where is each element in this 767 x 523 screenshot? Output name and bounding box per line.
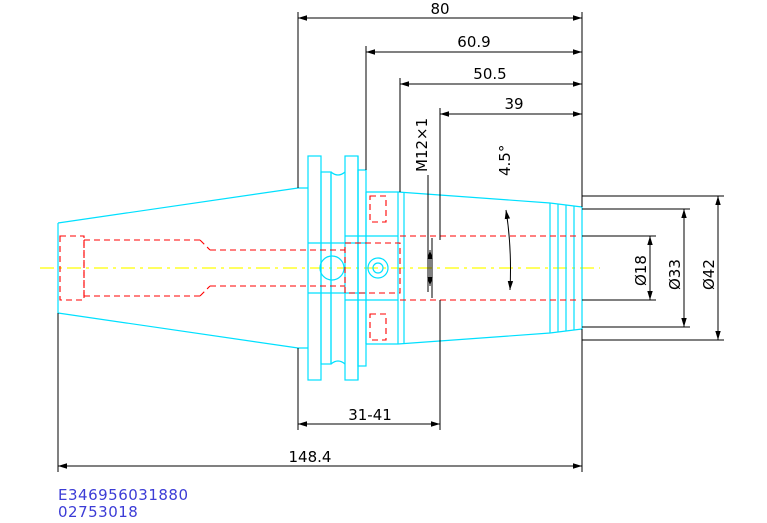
part-code-1: E346956031880 [58,486,189,504]
dim-31-41-label: 31-41 [348,406,392,424]
dim-31-41: 31-41 [297,300,441,430]
dim-dia-42: Ø42 [582,195,724,341]
hidden-lines [59,195,580,341]
holder-outline [57,155,583,381]
dim-angle: 4.5° [496,145,514,291]
dim-39: 39 [439,95,582,240]
dim-60-9-label: 60.9 [457,33,490,51]
part-code-2: 02753018 [58,503,139,521]
dim-148-4-label: 148.4 [289,448,332,466]
dim-148-4: 148.4 [57,313,583,472]
dim-50-5-label: 50.5 [473,65,506,83]
dim-dia-33-label: Ø33 [666,259,684,290]
dim-80: 80 [297,0,583,207]
dim-thread: M12×1 [413,118,433,298]
dim-60-9: 60.9 [365,33,582,170]
dim-dia-18: Ø18 [582,235,656,301]
dim-50-5: 50.5 [399,65,582,192]
dim-dia-42-label: Ø42 [700,259,718,290]
dim-angle-label: 4.5° [496,145,514,176]
dim-39-label: 39 [504,95,523,113]
dim-dia-18-label: Ø18 [632,255,650,286]
dim-80-label: 80 [430,0,449,18]
dim-thread-label: M12×1 [413,118,431,172]
dim-dia-33: Ø33 [582,208,690,328]
